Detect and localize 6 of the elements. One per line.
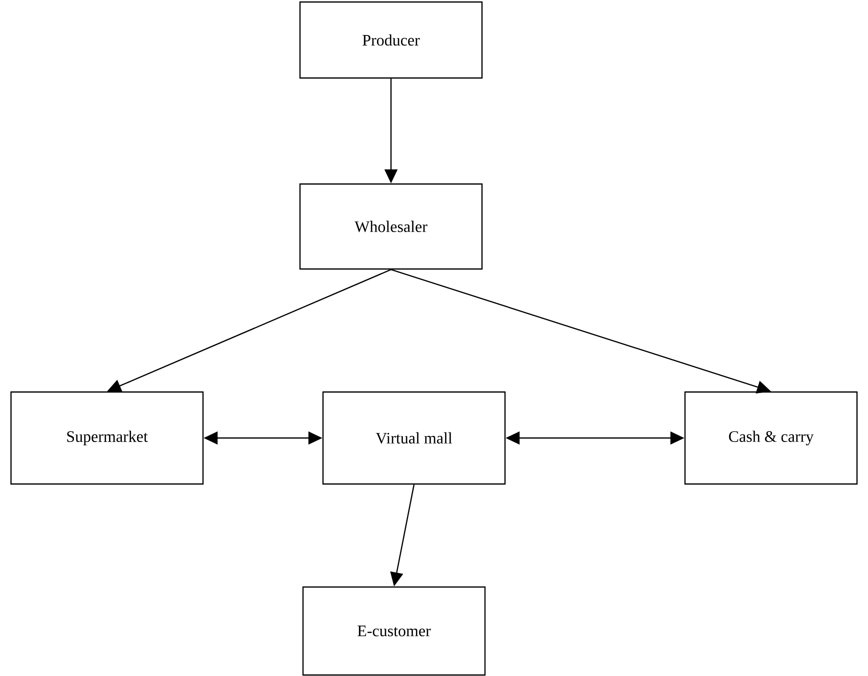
process-box: Producer (299, 1, 483, 79)
process-box: E-customer (302, 586, 486, 676)
process-box: Cash & carry (684, 391, 858, 485)
process-box: Supermarket (10, 391, 204, 485)
process-box: Virtual mall (322, 391, 506, 485)
process-box: Wholesaler (299, 183, 483, 270)
